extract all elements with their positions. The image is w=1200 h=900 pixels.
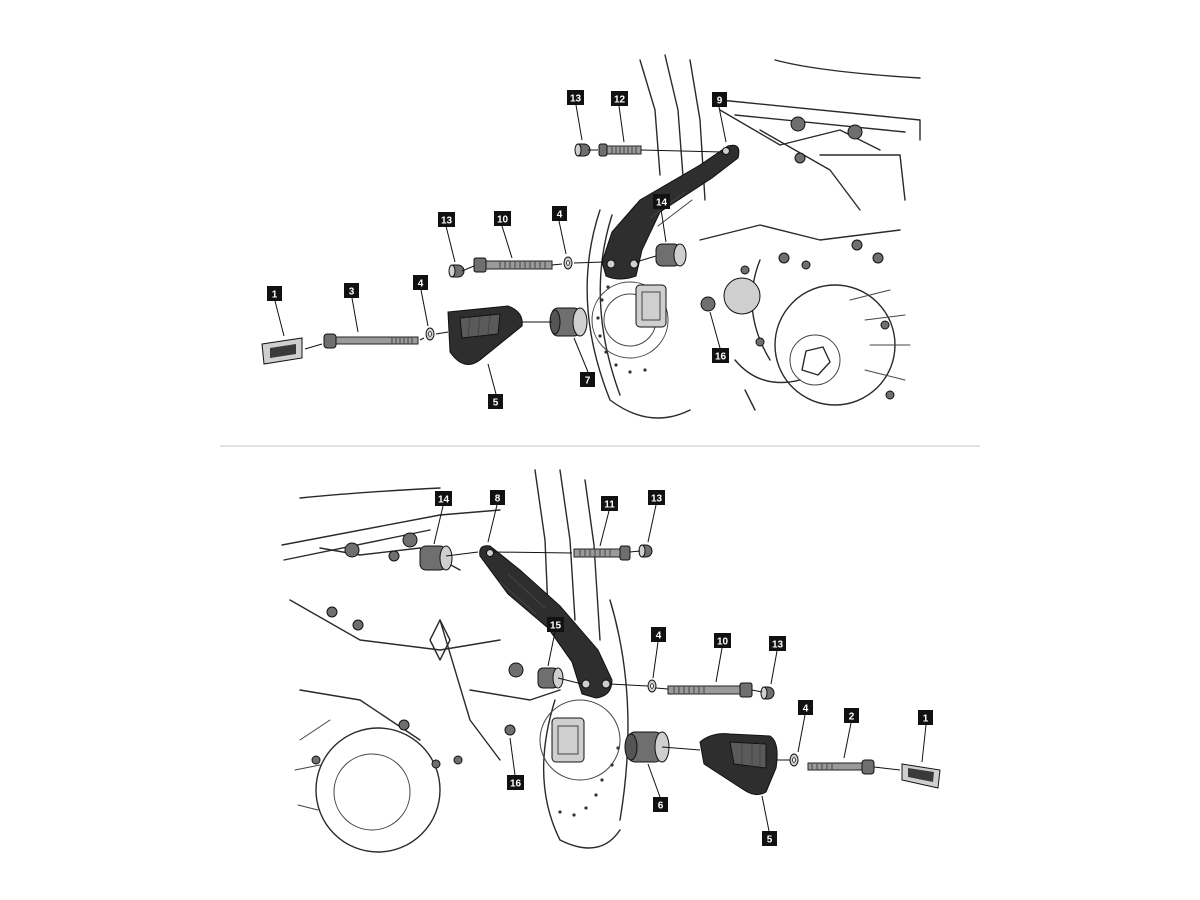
svg-text:13: 13 <box>570 94 582 105</box>
callout-top-13a: 13 <box>438 212 456 263</box>
top-bolt-12 <box>598 143 642 157</box>
callout-top-7: 7 <box>573 337 595 387</box>
callout-top-10: 10 <box>494 211 513 259</box>
svg-text:6: 6 <box>658 801 664 812</box>
svg-text:14: 14 <box>438 495 450 506</box>
callout-top-12: 12 <box>611 91 628 143</box>
svg-text:9: 9 <box>717 96 723 107</box>
callout-bottom-13b: 13 <box>769 636 786 685</box>
bottom-cap-13b <box>760 686 775 700</box>
bottom-view <box>281 469 941 853</box>
callout-top-4b: 4 <box>552 206 567 255</box>
svg-text:13: 13 <box>772 640 784 651</box>
svg-text:8: 8 <box>495 494 501 505</box>
callout-top-9: 9 <box>712 92 727 143</box>
callout-top-13b: 13 <box>567 90 584 141</box>
callout-bottom-16: 16 <box>507 737 524 790</box>
svg-text:16: 16 <box>715 352 727 363</box>
top-end-cap-1 <box>261 337 303 365</box>
top-view <box>261 54 921 419</box>
bottom-assembly-axes <box>445 550 901 771</box>
svg-text:11: 11 <box>604 500 615 511</box>
callout-top-16: 16 <box>709 311 729 363</box>
top-washer-4b <box>563 256 573 270</box>
svg-text:16: 16 <box>510 779 522 790</box>
top-frame-bolts <box>740 116 895 400</box>
callout-bottom-6: 6 <box>647 763 668 812</box>
svg-text:4: 4 <box>803 704 809 715</box>
top-assembly-axes <box>304 149 723 350</box>
callout-bottom-13a: 13 <box>647 490 665 543</box>
svg-text:4: 4 <box>418 279 424 290</box>
svg-text:12: 12 <box>614 95 626 106</box>
bottom-motorcycle-lineart <box>281 469 629 853</box>
top-motorcycle-lineart <box>586 54 921 419</box>
svg-text:13: 13 <box>651 494 663 505</box>
svg-text:1: 1 <box>272 290 278 301</box>
svg-text:15: 15 <box>550 621 562 632</box>
top-spacer-7 <box>549 307 588 337</box>
bottom-washer-4a <box>647 679 657 693</box>
bottom-washer-4b <box>789 753 799 767</box>
bottom-cap-13a <box>638 544 653 558</box>
top-cap-13a <box>448 264 465 278</box>
top-bolt-10 <box>473 257 553 273</box>
callout-bottom-1: 1 <box>918 710 933 763</box>
callout-bottom-5: 5 <box>761 795 777 846</box>
callout-top-14: 14 <box>653 194 670 243</box>
bottom-spacer-14 <box>419 545 453 571</box>
callout-bottom-4a: 4 <box>651 627 666 679</box>
bottom-bolt-2 <box>807 759 875 775</box>
svg-text:13: 13 <box>441 216 453 227</box>
svg-text:7: 7 <box>585 376 591 387</box>
bottom-brake-disc <box>558 746 620 817</box>
svg-text:4: 4 <box>557 210 563 221</box>
callout-top-1: 1 <box>267 286 285 337</box>
bottom-frame-bolts <box>311 532 524 769</box>
callout-bottom-15: 15 <box>547 617 564 667</box>
callout-bottom-10: 10 <box>714 633 731 683</box>
bottom-bolt-11 <box>573 545 631 561</box>
svg-text:14: 14 <box>656 198 668 209</box>
svg-text:4: 4 <box>656 631 662 642</box>
bracket-8 <box>479 545 613 699</box>
svg-text:1: 1 <box>923 714 929 725</box>
svg-text:5: 5 <box>767 835 773 846</box>
bottom-slider-5 <box>699 733 778 796</box>
top-spacer-14 <box>655 243 687 267</box>
bottom-end-cap-1 <box>901 763 941 789</box>
svg-text:10: 10 <box>497 215 509 226</box>
callout-bottom-8: 8 <box>487 490 505 543</box>
top-washer-4a <box>425 327 435 341</box>
svg-text:3: 3 <box>349 287 355 298</box>
callout-bottom-11: 11 <box>599 496 618 547</box>
bracket-9 <box>601 144 740 280</box>
callout-bottom-2: 2 <box>843 708 859 759</box>
bottom-bolt-10 <box>667 682 753 698</box>
svg-text:2: 2 <box>849 712 855 723</box>
callout-top-5: 5 <box>487 363 503 409</box>
top-bolt-3 <box>323 333 419 349</box>
top-slider-5 <box>447 305 523 365</box>
callout-bottom-4b: 4 <box>797 700 813 753</box>
svg-text:10: 10 <box>717 637 729 648</box>
callout-top-3: 3 <box>344 283 359 333</box>
callout-top-4a: 4 <box>413 275 429 327</box>
top-cap-13b <box>574 143 591 157</box>
callout-bottom-14: 14 <box>433 491 452 545</box>
svg-text:5: 5 <box>493 398 499 409</box>
